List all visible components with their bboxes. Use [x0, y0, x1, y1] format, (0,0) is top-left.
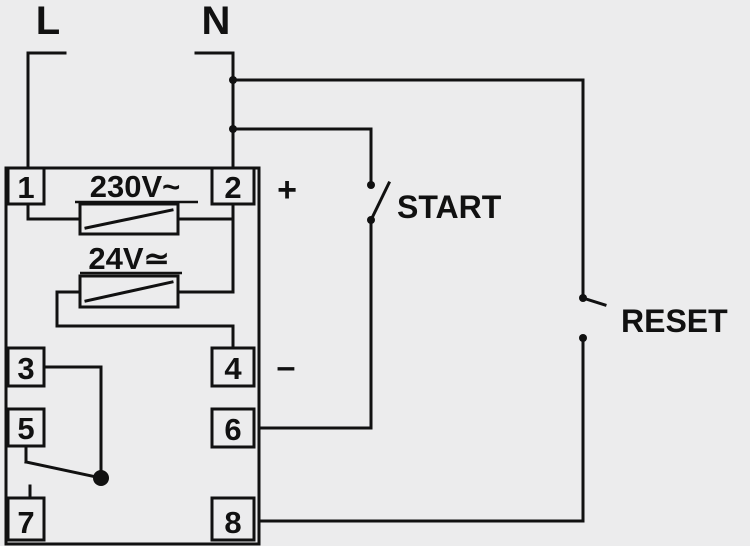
reset-switch-bottom-dot: [579, 334, 587, 342]
terminal-2-box: [210, 166, 256, 206]
start-switch-top-dot: [367, 181, 375, 189]
minus-sign: –: [277, 348, 296, 386]
terminal-3-number: 3: [17, 351, 34, 386]
plus-sign: +: [277, 171, 297, 209]
start-return-wire: [257, 218, 373, 430]
contact-changeover-lever: [24, 460, 103, 480]
terminal-4-box: [210, 346, 256, 388]
start-supply-wire: [231, 127, 373, 187]
terminal-1-box: [6, 166, 46, 206]
terminal-8-number: 8: [224, 505, 241, 540]
reset-switch-label: RESET: [621, 303, 728, 339]
terminal-6-number: 6: [224, 412, 241, 447]
neutral-junction-reset: [229, 76, 237, 84]
terminal-2-number: 2: [224, 170, 241, 205]
coil-230v: [78, 202, 180, 236]
terminal-7-box: [6, 496, 46, 542]
coil-230v-label: 230V~: [90, 169, 181, 204]
terminal-3-box: [6, 346, 46, 388]
coil-24v-wire-left: [55, 290, 235, 350]
reset-switch-top-dot: [579, 294, 587, 302]
line-wire: [26, 51, 67, 170]
reset-return-wire: [257, 336, 585, 523]
coil-24v-label: 24V≃: [88, 241, 169, 276]
contact-pivot-dot: [93, 470, 109, 486]
terminal-5-number: 5: [17, 411, 34, 446]
terminal-8-box: [210, 496, 256, 542]
neutral-label: N: [202, 0, 231, 43]
coil-24v-wire-right: [176, 217, 235, 294]
terminal-1-number: 1: [17, 170, 34, 205]
coil-24v-diagonal: [84, 280, 174, 303]
start-switch-bottom-dot: [367, 216, 375, 224]
start-switch-label: START: [397, 189, 502, 225]
contact-common-wire: [41, 365, 103, 480]
reset-supply-wire: [231, 78, 585, 300]
terminal-5-box: [6, 407, 46, 448]
terminal-6-box: [210, 407, 256, 449]
relay-housing: [4, 166, 261, 546]
start-switch-contact: [368, 180, 392, 223]
terminal-7-number: 7: [17, 505, 34, 540]
terminal-4-number: 4: [224, 351, 242, 386]
coil-230v-diagonal: [84, 208, 174, 230]
line-label: L: [36, 0, 60, 43]
coil-24v: [78, 274, 180, 309]
neutral-junction-start: [229, 125, 237, 133]
coil-230v-wire-left: [26, 202, 82, 221]
